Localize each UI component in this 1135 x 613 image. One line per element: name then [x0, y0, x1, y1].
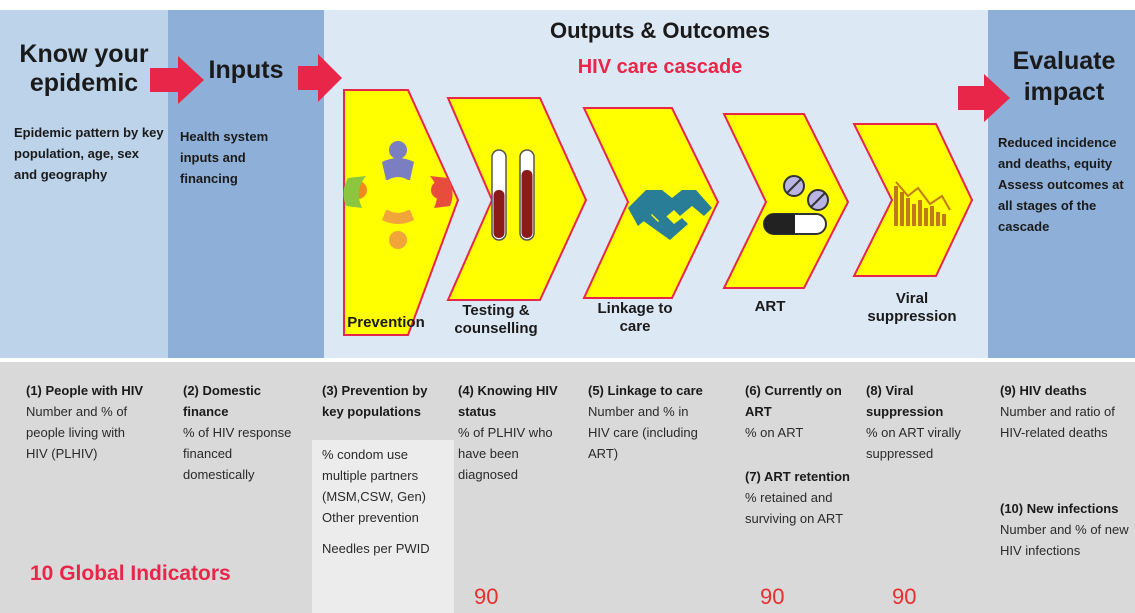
handshake-icon: [628, 190, 712, 240]
testing-chevron: [446, 97, 588, 301]
target-90-diagnosed: 90: [474, 584, 499, 609]
know-epidemic-title: Know your epidemic: [19, 40, 149, 97]
global-indicators-label: 10 Global Indicators: [30, 562, 231, 585]
indicator-description: Number and % in HIV care (including ART): [588, 404, 698, 461]
indicator-title: (2) Domestic finance: [183, 383, 262, 419]
indicator-people-with-hiv: (1) People with HIV Number and % of peop…: [26, 380, 146, 464]
know-epidemic-description: Epidemic pattern by key population, age,…: [14, 125, 164, 182]
indicator-title: (9) HIV deaths: [1000, 383, 1087, 398]
inputs-title: Inputs: [208, 56, 284, 84]
indicator-description: Number and % of new HIV infections: [1000, 522, 1129, 558]
indicator-hiv-deaths: (9) HIV deaths Number and ratio of HIV-r…: [1000, 380, 1130, 443]
indicators-panel: [0, 362, 1135, 613]
flow-arrow-icon: [150, 56, 204, 104]
indicator-title: (5) Linkage to care: [588, 383, 703, 398]
viral-suppression-step-label: Viral suppression: [867, 290, 957, 325]
target-90-on-art: 90: [760, 584, 785, 609]
indicator-prevention-details: % condom use multiple partners (MSM,CSW,…: [322, 444, 450, 559]
flow-arrow-icon: [298, 54, 342, 102]
linkage-step-label: Linkage to care: [597, 300, 673, 335]
indicator-linkage-to-care: (5) Linkage to care Number and % in HIV …: [588, 380, 708, 464]
indicator-currently-on-art: (6) Currently on ART % on ART: [745, 380, 855, 443]
indicator-description: Number and % of people living with HIV (…: [26, 404, 128, 461]
outputs-outcomes-title: Outputs & Outcomes: [549, 18, 770, 43]
know-epidemic-panel: [0, 10, 168, 358]
indicator-description: % on ART virally suppressed: [866, 425, 961, 461]
indicator-title: (3) Prevention by key populations: [322, 383, 428, 419]
people-circle-icon: [343, 141, 453, 249]
test-tubes-icon: [491, 149, 535, 241]
indicator-title: (6) Currently on ART: [745, 383, 842, 419]
prevention-indicator-box: [312, 440, 454, 613]
indicator-knowing-status: (4) Knowing HIV status % of PLHIV who ha…: [458, 380, 578, 485]
indicator-description: % of HIV response financed domestically: [183, 425, 292, 482]
indicator-description: % on ART: [745, 425, 804, 440]
indicator-description: % retained and surviving on ART: [745, 490, 844, 526]
indicator-description: Number and ratio of HIV-related deaths: [1000, 404, 1115, 440]
evaluate-impact-description: Reduced incidence and deaths, equity Ass…: [998, 135, 1124, 234]
inputs-description: Health system inputs and financing: [180, 129, 269, 186]
pills-icon: [763, 175, 829, 235]
prevention-step-label: Prevention: [347, 314, 425, 331]
indicator-description: % condom use multiple partners (MSM,CSW,…: [322, 447, 427, 525]
target-90-suppressed: 90: [892, 584, 917, 609]
indicator-title: (8) Viral suppression: [866, 383, 944, 419]
indicator-title: (7) ART retention: [745, 469, 850, 484]
viral-chevron: [852, 123, 974, 277]
art-chevron: [722, 113, 850, 289]
indicator-title: (4) Knowing HIV status: [458, 383, 558, 419]
testing-step-label: Testing & counselling: [454, 302, 538, 337]
indicator-art-retention: (7) ART retention % retained and survivi…: [745, 466, 855, 529]
indicator-viral-suppression: (8) Viral suppression % on ART virally s…: [866, 380, 986, 464]
evaluate-impact-title: Evaluate impact: [1012, 47, 1116, 106]
flow-arrow-icon: [958, 74, 1010, 122]
evaluate-impact-panel: [988, 10, 1135, 358]
indicator-title: (1) People with HIV: [26, 383, 144, 398]
indicator-new-infections: (10) New infections Number and % of new …: [1000, 498, 1130, 561]
indicator-domestic-finance: (2) Domestic finance % of HIV response f…: [183, 380, 293, 485]
indicator-extra: Needles per PWID: [322, 541, 430, 556]
indicator-title: (10) New infections: [1000, 501, 1119, 516]
declining-chart-icon: [894, 181, 951, 226]
indicator-prevention: (3) Prevention by key populations: [322, 380, 442, 422]
art-step-label: ART: [754, 298, 786, 315]
hiv-care-cascade-subtitle: HIV care cascade: [577, 56, 743, 78]
indicator-description: % of PLHIV who have been diagnosed: [458, 425, 553, 482]
